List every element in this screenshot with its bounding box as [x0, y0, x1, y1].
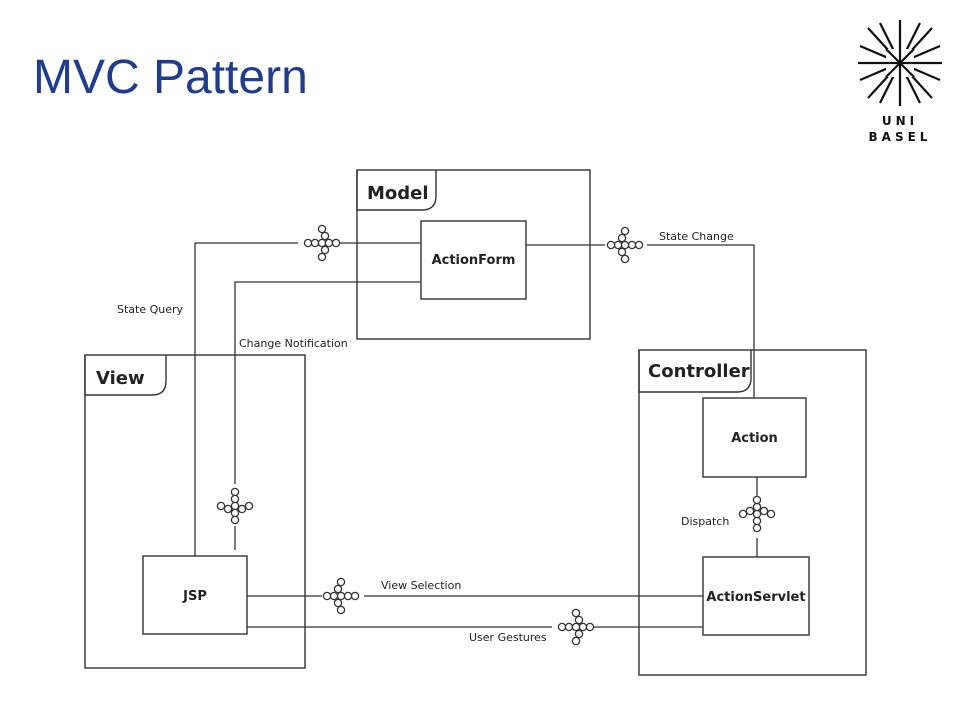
action-box: Action	[702, 397, 807, 478]
state-change-arrow-icon	[605, 226, 647, 264]
user-gestures-label: User Gestures	[469, 631, 547, 644]
model-frame: Model	[356, 169, 591, 340]
university-star-icon	[858, 20, 942, 106]
controller-label: Controller	[648, 361, 750, 382]
jsp-label: JSP	[182, 589, 207, 604]
controller-frame: Controller	[638, 349, 867, 676]
state-query-arrow-icon	[298, 224, 341, 262]
state-query-line	[194, 242, 421, 556]
state-change-line	[526, 244, 755, 398]
jsp-box: JSP	[142, 555, 248, 635]
state-change-label: State Change	[659, 230, 734, 243]
actionservlet-box: ActionServlet	[702, 556, 810, 636]
view-label: View	[96, 368, 145, 389]
change-notification-arrow-icon	[216, 484, 254, 526]
slide-title: MVC Pattern	[33, 51, 308, 104]
actionform-label: ActionForm	[432, 253, 516, 268]
uni-basel-logo: UNI BASEL	[850, 18, 950, 148]
logo-text-line2: BASEL	[868, 130, 932, 144]
actionform-box: ActionForm	[420, 220, 527, 300]
model-label: Model	[367, 183, 429, 204]
actionservlet-label: ActionServlet	[706, 590, 805, 605]
change-notification-line	[234, 281, 421, 550]
user-gestures-arrow-icon	[552, 608, 595, 646]
view-selection-arrow-icon	[322, 577, 364, 615]
view-selection-label: View Selection	[381, 579, 461, 592]
change-notification-label: Change Notification	[239, 337, 348, 350]
action-label: Action	[731, 431, 778, 446]
logo-text-line1: UNI	[881, 114, 919, 128]
dispatch-label: Dispatch	[681, 515, 729, 528]
dispatch-arrow-icon	[738, 495, 776, 538]
state-query-label: State Query	[117, 303, 184, 316]
